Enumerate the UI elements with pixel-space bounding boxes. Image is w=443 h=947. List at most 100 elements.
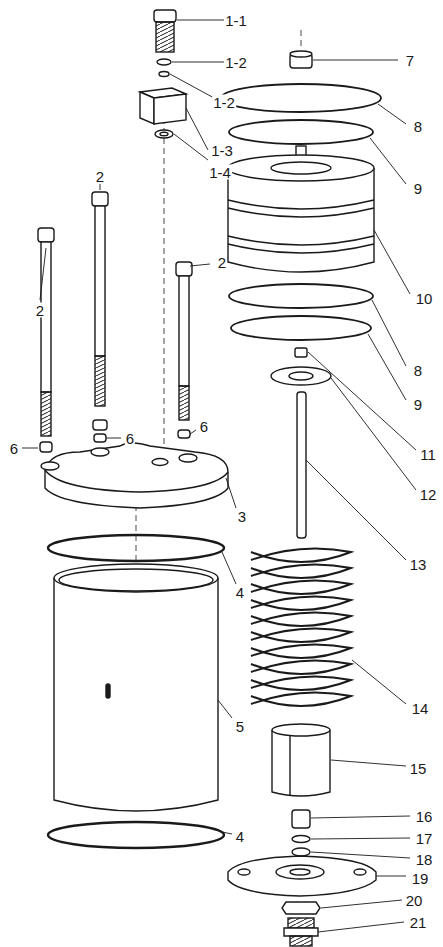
base-cover	[228, 856, 376, 896]
callout-text: 13	[410, 556, 427, 573]
callout-number: 17	[415, 831, 434, 846]
callout-text: 4	[236, 584, 244, 601]
callout-text: 18	[416, 851, 433, 868]
hex-nut	[282, 902, 320, 914]
callout-number: 1-4	[208, 165, 232, 180]
callout-number: 4	[235, 829, 245, 844]
bolt	[38, 228, 54, 436]
spring-coil	[251, 644, 351, 658]
guide-ring	[229, 120, 373, 144]
callout-text: 14	[412, 700, 429, 717]
seal-ring	[221, 84, 381, 112]
callout-number: 20	[405, 893, 424, 908]
spring-coil	[251, 628, 351, 642]
callout-number: 9	[413, 397, 423, 412]
callout-text: 3	[238, 508, 246, 525]
cylinder-barrel	[54, 564, 218, 811]
seal-ring	[229, 284, 373, 308]
spring-coil	[251, 548, 351, 562]
callout-text: 2	[36, 302, 44, 319]
spacer	[93, 420, 107, 430]
callout-text: 9	[414, 396, 422, 413]
callout-number: 1-2	[224, 55, 248, 70]
callout-number: 19	[411, 871, 430, 886]
callout-number: 9	[413, 181, 423, 196]
o-ring	[48, 535, 224, 561]
callout-number: 5	[235, 719, 245, 734]
callout-text: 6	[10, 440, 18, 457]
callout-number: 21	[409, 915, 428, 930]
callout-text: 6	[200, 418, 208, 435]
callout-number: 3	[237, 509, 247, 524]
callout-text: 8	[414, 118, 422, 135]
spring-coil	[251, 580, 351, 594]
callout-number: 18	[415, 852, 434, 867]
hose-fitting	[284, 918, 318, 946]
spacer	[40, 442, 52, 452]
callout-text: 1-2	[225, 54, 247, 71]
piston	[228, 146, 374, 272]
bolt	[176, 262, 192, 420]
callout-number: 14	[411, 701, 430, 716]
callout-number: 7	[405, 53, 415, 68]
callout-text: 5	[236, 718, 244, 735]
callout-text: 1-3	[211, 142, 233, 159]
spring-coil	[251, 692, 351, 706]
spacer	[94, 434, 106, 442]
spring-coil	[251, 596, 351, 610]
callout-number: 6	[199, 419, 209, 434]
callout-text: 17	[416, 830, 433, 847]
top-cover	[41, 443, 228, 508]
callout-number: 12	[419, 487, 438, 502]
small-washer	[292, 848, 310, 856]
o-ring	[48, 822, 224, 848]
spring-coil	[251, 612, 351, 626]
callout-number: 1-3	[210, 143, 234, 158]
callout-text: 15	[410, 760, 427, 777]
washer-hole	[160, 132, 168, 136]
callout-text: 4	[236, 828, 244, 845]
callout-text: 1-2	[213, 94, 235, 111]
callout-number: 6	[9, 441, 19, 456]
callout-number: 15	[409, 761, 428, 776]
callout-number: 2	[217, 255, 227, 270]
callout-text: 21	[410, 914, 427, 931]
valve-stem	[292, 810, 310, 828]
washer	[159, 72, 169, 77]
callout-text: 10	[416, 290, 433, 307]
leader-line	[22, 20, 416, 932]
callout-text: 1-4	[209, 164, 231, 181]
callout-text: 1-1	[225, 12, 247, 29]
small-washer	[292, 836, 310, 843]
callout-number: 1-2	[212, 95, 236, 110]
callout-text: 7	[406, 52, 414, 69]
callout-number: 2	[95, 169, 105, 184]
washer	[157, 59, 171, 65]
callout-text: 9	[414, 180, 422, 197]
callout-number: 8	[413, 119, 423, 134]
callout-text: 20	[406, 892, 423, 909]
spacer	[178, 430, 190, 438]
washer	[271, 367, 331, 385]
spring-coil	[251, 564, 351, 578]
bolt	[92, 192, 108, 406]
callout-number: 13	[409, 557, 428, 572]
callout-number: 2	[35, 303, 45, 318]
callout-number: 10	[415, 291, 434, 306]
guide-ring	[231, 316, 371, 340]
callout-number: 6	[125, 431, 135, 446]
callout-number: 11	[419, 447, 437, 462]
small-nut	[295, 348, 307, 357]
spring-coil	[251, 676, 351, 690]
callout-text: 2	[218, 254, 226, 271]
spring-seat	[272, 724, 330, 796]
callout-text: 2	[96, 168, 104, 185]
callout-text: 6	[126, 430, 134, 447]
spring-coil	[251, 660, 351, 674]
callout-text: 11	[420, 446, 436, 463]
callout-number: 16	[415, 809, 434, 824]
valve-block	[140, 88, 186, 124]
cap-nut	[290, 51, 312, 68]
callout-text: 16	[416, 808, 433, 825]
